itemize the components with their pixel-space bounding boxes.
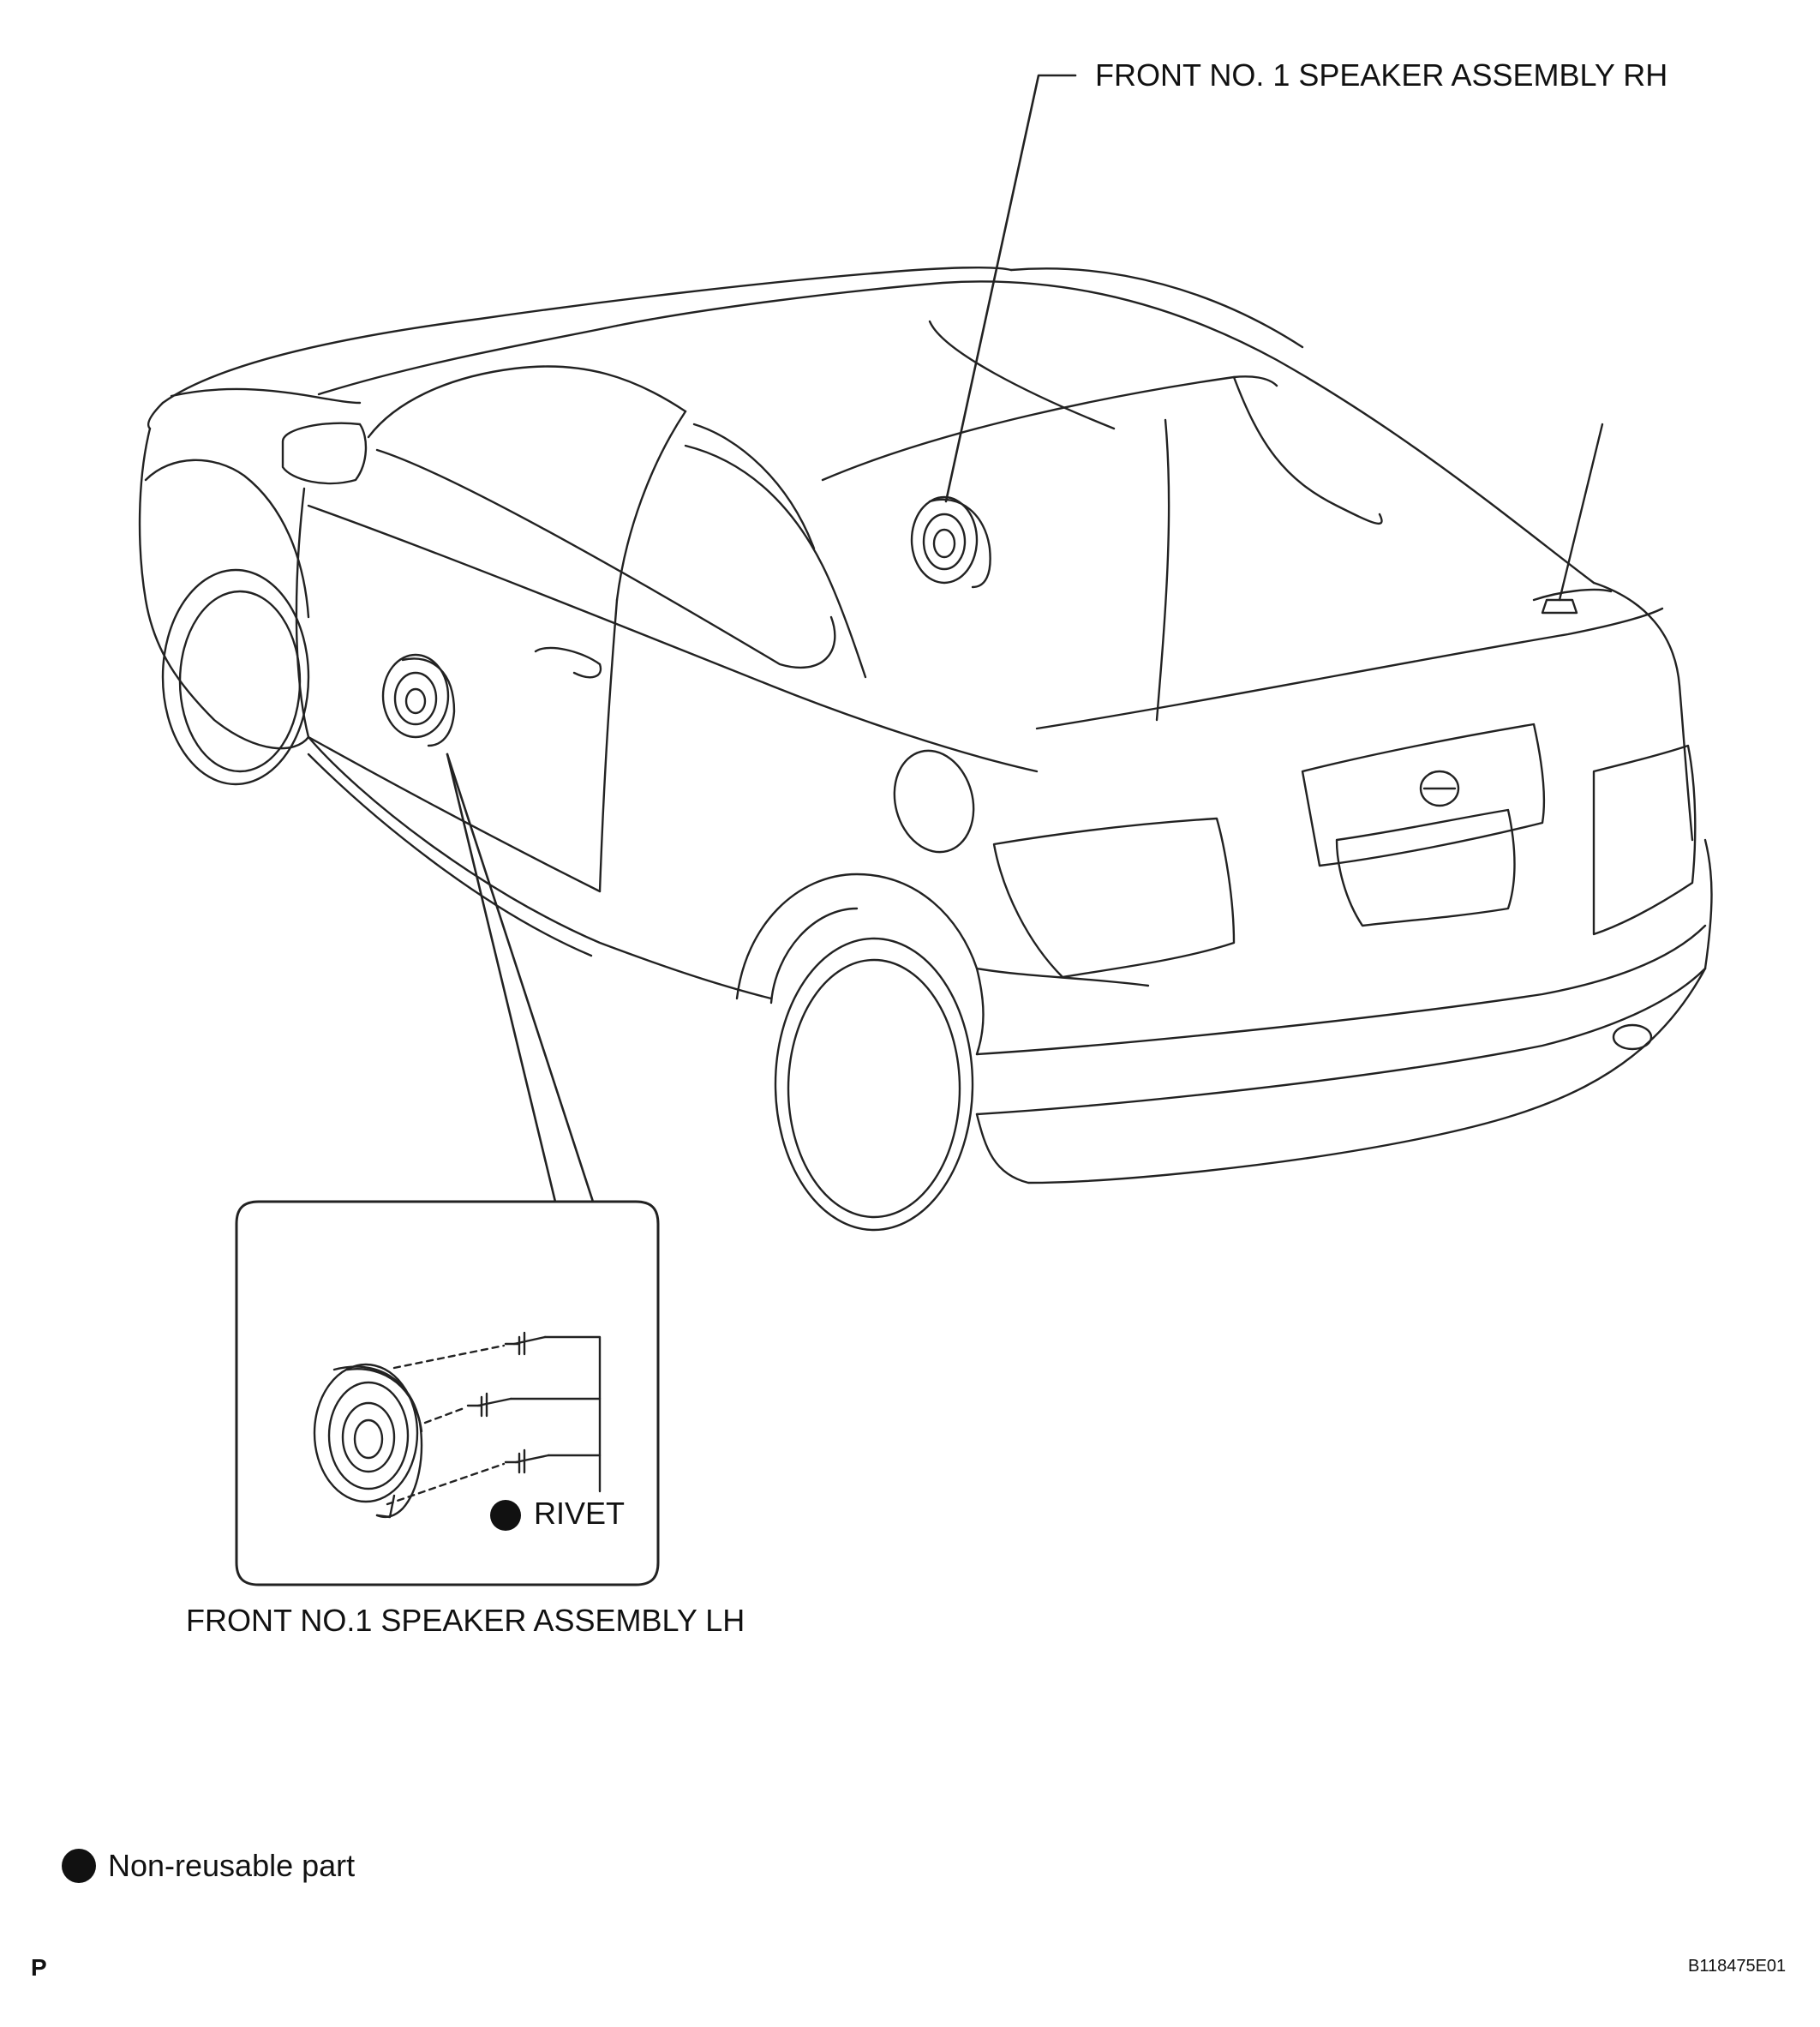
figure-id: B118475E01 <box>1688 1957 1787 1976</box>
lh-speaker-on-door <box>381 653 456 747</box>
legend: Non-reusable part <box>62 1848 355 1884</box>
rivets <box>386 1331 602 1506</box>
rh-speaker-label: FRONT NO. 1 SPEAKER ASSEMBLY RH <box>1095 57 1668 93</box>
rh-speaker-on-car <box>910 495 991 589</box>
leader-lines <box>446 74 1077 1203</box>
inset-box <box>235 1200 660 1586</box>
non-reusable-dot-icon <box>62 1849 96 1883</box>
non-reusable-marker-icon <box>490 1500 521 1531</box>
legend-label: Non-reusable part <box>108 1848 356 1883</box>
car-outline <box>138 266 1713 1232</box>
lh-speaker-label: FRONT NO.1 SPEAKER ASSEMBLY LH <box>186 1603 745 1638</box>
inset-speaker <box>313 1363 423 1519</box>
rivet-label: RIVET <box>534 1496 626 1531</box>
page-letter: P <box>31 1954 47 1981</box>
